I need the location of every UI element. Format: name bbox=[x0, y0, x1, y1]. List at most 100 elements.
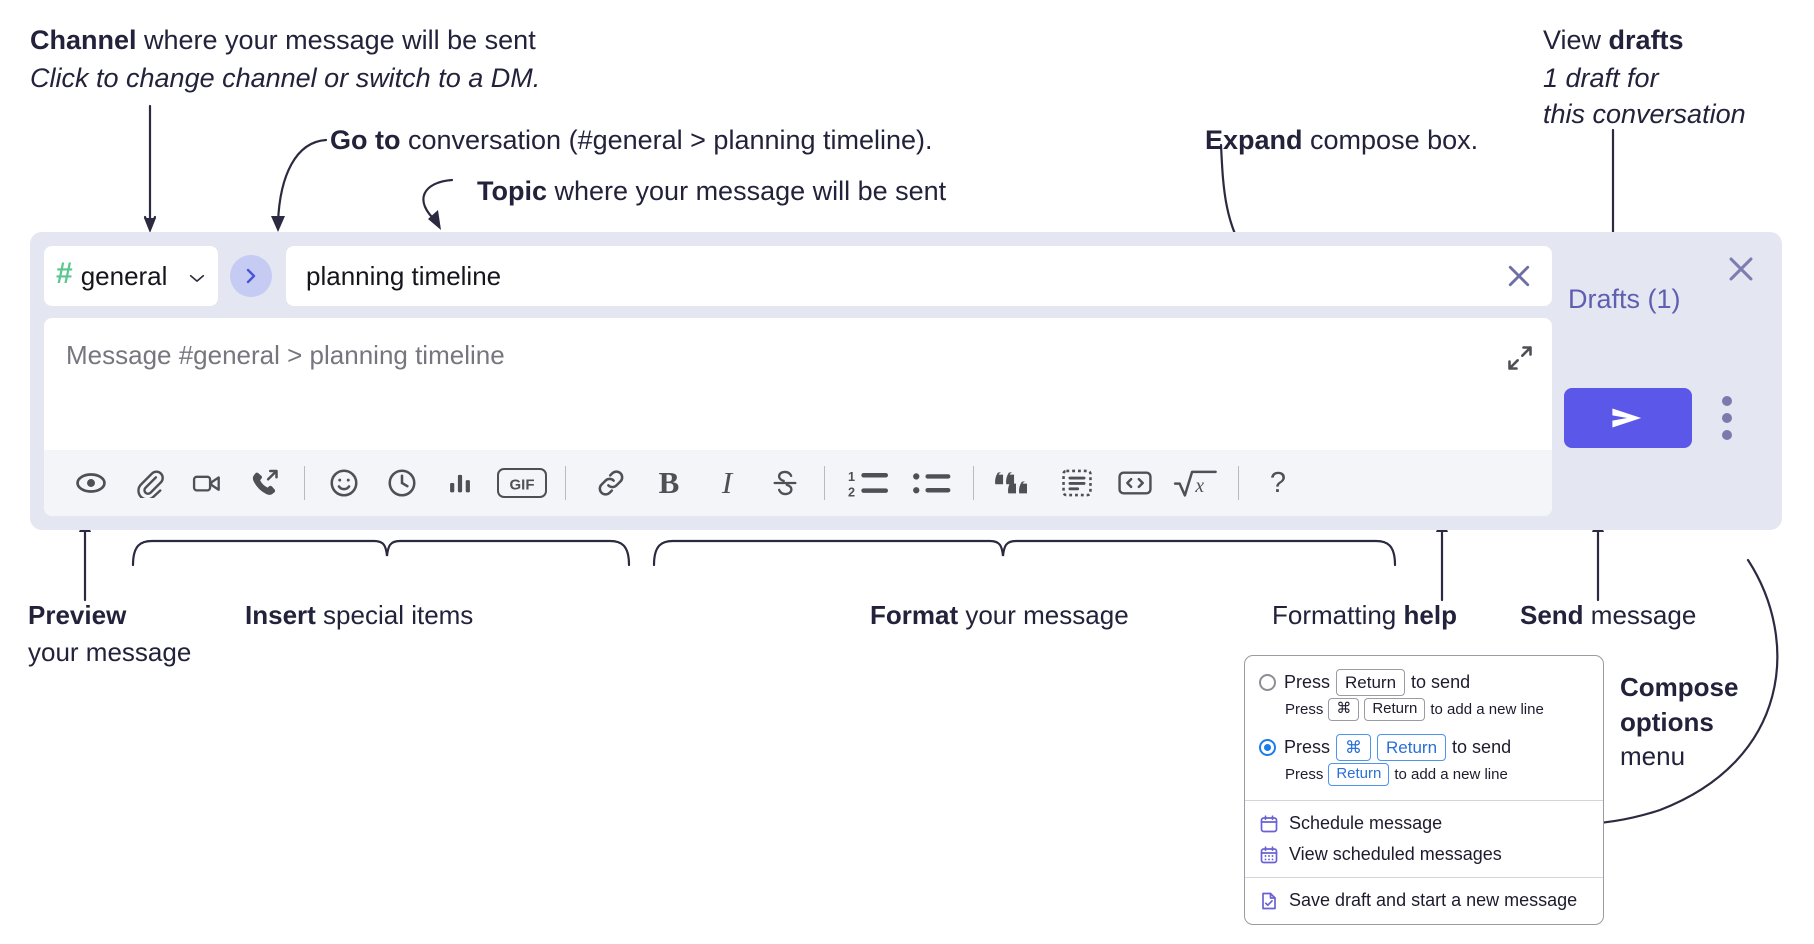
poll-icon[interactable] bbox=[431, 454, 489, 512]
link-icon[interactable] bbox=[582, 454, 640, 512]
phone-forward-icon[interactable] bbox=[236, 454, 294, 512]
svg-text:x: x bbox=[1194, 476, 1204, 497]
annotation-preview-bold: Preview bbox=[28, 600, 127, 630]
kebab-dot-3 bbox=[1722, 430, 1732, 440]
svg-text:1: 1 bbox=[848, 470, 855, 484]
bold-icon[interactable]: B bbox=[658, 465, 680, 500]
annotation-formatting-help: Formatting help bbox=[1272, 600, 1592, 632]
option2-pre: Press bbox=[1284, 737, 1331, 758]
separator-2 bbox=[565, 466, 566, 500]
code-block-icon[interactable] bbox=[1048, 454, 1106, 512]
bulleted-list-icon[interactable] bbox=[901, 454, 963, 512]
clear-topic-icon[interactable] bbox=[1504, 261, 1534, 291]
drafts-link[interactable]: Drafts (1) bbox=[1568, 284, 1681, 314]
annotation-goto-rest: conversation (#general > planning timeli… bbox=[400, 125, 933, 155]
goto-conversation-button[interactable] bbox=[230, 255, 272, 297]
annotation-insert-rest: special items bbox=[315, 600, 474, 630]
radio-unselected-icon[interactable] bbox=[1259, 674, 1276, 692]
calendar-icon bbox=[1259, 814, 1279, 834]
blockquote-icon[interactable] bbox=[984, 454, 1048, 512]
chevron-down-icon bbox=[188, 271, 206, 283]
annotation-compose-options-line1: Compose bbox=[1620, 672, 1739, 702]
send-paper-plane-icon bbox=[1612, 408, 1642, 428]
menu-item-save-draft[interactable]: Save draft and start a new message bbox=[1245, 885, 1603, 916]
annotation-insert-bold: Insert bbox=[245, 600, 316, 630]
annotation-format: Format your message bbox=[870, 600, 1290, 632]
annotation-channel-rest: where your message will be sent bbox=[136, 25, 536, 55]
menu-divider-2 bbox=[1245, 877, 1603, 878]
menu-item-schedule-message[interactable]: Schedule message bbox=[1245, 808, 1603, 839]
option1-sub-key-return: Return bbox=[1364, 698, 1426, 721]
separator-3 bbox=[824, 466, 825, 500]
separator-1 bbox=[304, 466, 305, 500]
menu-option2-subtext: Press Return to add a new line bbox=[1245, 762, 1603, 793]
channel-select[interactable]: # general bbox=[44, 246, 218, 306]
compose-inner: # general planning timeline Message #gen… bbox=[44, 246, 1552, 516]
menu-item-label: Schedule message bbox=[1289, 813, 1443, 833]
annotation-drafts: View drafts 1 draft for this conversatio… bbox=[1543, 24, 1813, 131]
annotation-compose-options-line2: options bbox=[1620, 706, 1714, 737]
latex-icon[interactable]: x bbox=[1164, 454, 1228, 512]
annotation-drafts-plain: View bbox=[1543, 25, 1609, 55]
annotation-compose-options: Compose options menu bbox=[1620, 672, 1810, 773]
compose-options-button[interactable] bbox=[1720, 396, 1734, 440]
option2-sub-key-return: Return bbox=[1328, 763, 1390, 786]
annotation-expand-rest: compose box. bbox=[1302, 125, 1479, 155]
annotation-preview-line2: your message bbox=[28, 636, 192, 667]
clock-icon[interactable] bbox=[373, 454, 431, 512]
ordered-list-icon[interactable]: 1 2 bbox=[835, 454, 901, 512]
chevron-right-icon bbox=[246, 268, 256, 284]
annotation-topic-bold: Topic bbox=[477, 176, 547, 206]
kebab-dot-2 bbox=[1722, 413, 1732, 423]
option1-post: to send bbox=[1411, 672, 1471, 693]
channel-name: general bbox=[80, 260, 168, 291]
save-draft-icon bbox=[1259, 891, 1279, 911]
svg-text:GIF: GIF bbox=[510, 477, 535, 494]
attachment-icon[interactable] bbox=[120, 454, 178, 512]
hash-icon: # bbox=[56, 257, 73, 290]
preview-icon[interactable] bbox=[62, 454, 120, 512]
message-placeholder: Message #general > planning timeline bbox=[66, 340, 505, 370]
calendar-grid-icon bbox=[1259, 845, 1279, 865]
annotation-send-rest: message bbox=[1583, 600, 1697, 630]
radio-selected-icon[interactable] bbox=[1259, 739, 1276, 757]
emoji-icon[interactable] bbox=[315, 454, 373, 512]
annotation-expand-bold: Expand bbox=[1205, 125, 1303, 155]
menu-option-cmd-return-to-send[interactable]: Press ⌘ Return to send bbox=[1245, 731, 1603, 762]
option2-post: to send bbox=[1452, 737, 1512, 758]
menu-item-view-scheduled[interactable]: View scheduled messages bbox=[1245, 839, 1603, 870]
topic-value: planning timeline bbox=[306, 260, 502, 291]
gif-icon[interactable]: GIF bbox=[489, 454, 555, 512]
topic-input[interactable]: planning timeline bbox=[286, 246, 1552, 306]
annotation-drafts-line3: this conversation bbox=[1543, 98, 1746, 129]
italic-icon[interactable]: I bbox=[721, 465, 733, 500]
menu-divider-1 bbox=[1245, 800, 1603, 801]
compose-options-menu: Press Return to send Press ⌘ Return to a… bbox=[1244, 655, 1604, 925]
annotation-channel: Channel where your message will be sent … bbox=[30, 24, 590, 95]
video-icon[interactable] bbox=[178, 454, 236, 512]
option2-key-cmd: ⌘ bbox=[1336, 734, 1372, 762]
menu-item-label: View scheduled messages bbox=[1289, 844, 1502, 864]
option1-sub-pre: Press bbox=[1285, 701, 1324, 719]
annotation-drafts-bold: drafts bbox=[1608, 25, 1684, 55]
option2-sub-post: to add a new line bbox=[1394, 766, 1508, 784]
menu-option1-subtext: Press ⌘ Return to add a new line bbox=[1245, 697, 1603, 728]
expand-icon[interactable] bbox=[1506, 344, 1534, 372]
menu-item-label: Save draft and start a new message bbox=[1289, 890, 1578, 910]
annotation-preview: Preview your message bbox=[28, 600, 238, 668]
option1-sub-key-cmd: ⌘ bbox=[1328, 698, 1360, 721]
annotation-format-rest: your message bbox=[958, 600, 1129, 630]
separator-5 bbox=[1238, 466, 1239, 500]
annotation-expand: Expand compose box. bbox=[1205, 124, 1625, 157]
message-input-box[interactable]: Message #general > planning timeline bbox=[44, 318, 1552, 516]
send-button[interactable] bbox=[1564, 388, 1692, 448]
strikethrough-icon[interactable] bbox=[756, 454, 814, 512]
help-icon[interactable]: ? bbox=[1269, 466, 1287, 499]
close-icon[interactable] bbox=[1724, 252, 1758, 286]
menu-option-return-to-send[interactable]: Press Return to send bbox=[1245, 666, 1603, 697]
code-icon[interactable] bbox=[1106, 454, 1164, 512]
annotation-send: Send message bbox=[1520, 600, 1780, 632]
annotation-goto: Go to conversation (#general > planning … bbox=[330, 124, 990, 157]
option1-pre: Press bbox=[1284, 672, 1331, 693]
annotation-insert: Insert special items bbox=[245, 600, 645, 632]
